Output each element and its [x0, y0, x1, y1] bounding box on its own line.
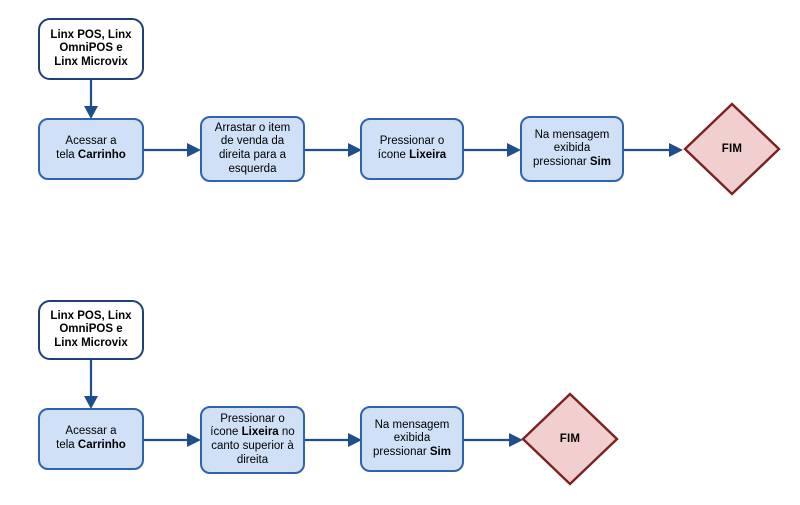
- end-node-flow2[interactable]: FIM: [520, 391, 620, 487]
- connector-start-to-acessar-flow2: [84, 360, 98, 409]
- end-node-flow2-label: FIM: [559, 433, 581, 445]
- connector-arrastar-to-lixeira-flow1: [305, 143, 362, 157]
- end-node-flow1[interactable]: FIM: [682, 101, 782, 197]
- connector-sim-to-fim-flow1: [624, 143, 683, 157]
- connector-sim-to-fim-flow2: [464, 433, 523, 447]
- connector-acessar-to-lixeira-flow2: [144, 433, 201, 447]
- connector-start-to-acessar-flow1: [84, 80, 98, 119]
- connector-acessar-to-arrastar-flow1: [144, 143, 201, 157]
- end-node-flow1-label: FIM: [721, 143, 743, 155]
- connector-lixeira-to-sim-flow2: [305, 433, 362, 447]
- diamond-shape: [683, 102, 781, 196]
- diamond-shape: [521, 392, 619, 486]
- connector-lixeira-to-sim-flow1: [464, 143, 521, 157]
